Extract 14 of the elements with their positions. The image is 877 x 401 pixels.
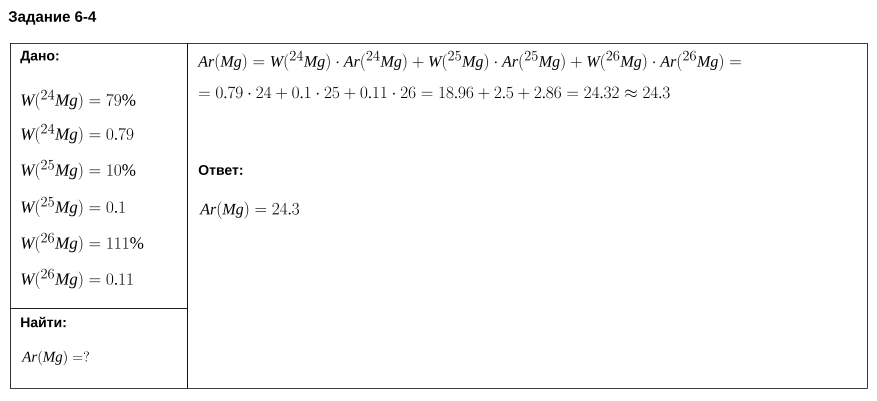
- formula: $Ar(Mg)=W(^{24}Mg)\cdot Ar(^{24}Mg)+W(^{25}Mg)\cdot Ar(^{25}Mg)+W(^{26}Mg)\cdot Ar(^{26}Mg)=$: [197, 50, 741, 71]
- formula: $W(^{24}Mg)=79\%$: [21, 90, 136, 110]
- heading: Дано:: [20, 50, 58, 64]
- formula: $=0.79\cdot 24+0.1\cdot 25+0.11\cdot 26=18.96+2.5+2.86=24.32\approx 24.3$: [199, 86, 670, 100]
- formula: $Ar(Mg)=24.3$: [199, 201, 299, 219]
- formula: $W(^{25}Mg)=10\%$: [21, 160, 136, 180]
- formula: $Ar(Mg)=?$: [21, 350, 89, 366]
- heading: Найти:: [21, 316, 66, 328]
- heading: Ответ:: [198, 165, 242, 175]
- formula: $W(^{26}Mg)=0.11$: [21, 268, 133, 289]
- formula: $W(^{24}Mg)=0.79$: [21, 124, 134, 144]
- formula: $W(^{26}Mg)=111\%$: [21, 232, 144, 253]
- formula: $W(^{25}Mg)=0.1$: [21, 196, 125, 217]
- task-title: Задание 6-4: [8, 11, 96, 25]
